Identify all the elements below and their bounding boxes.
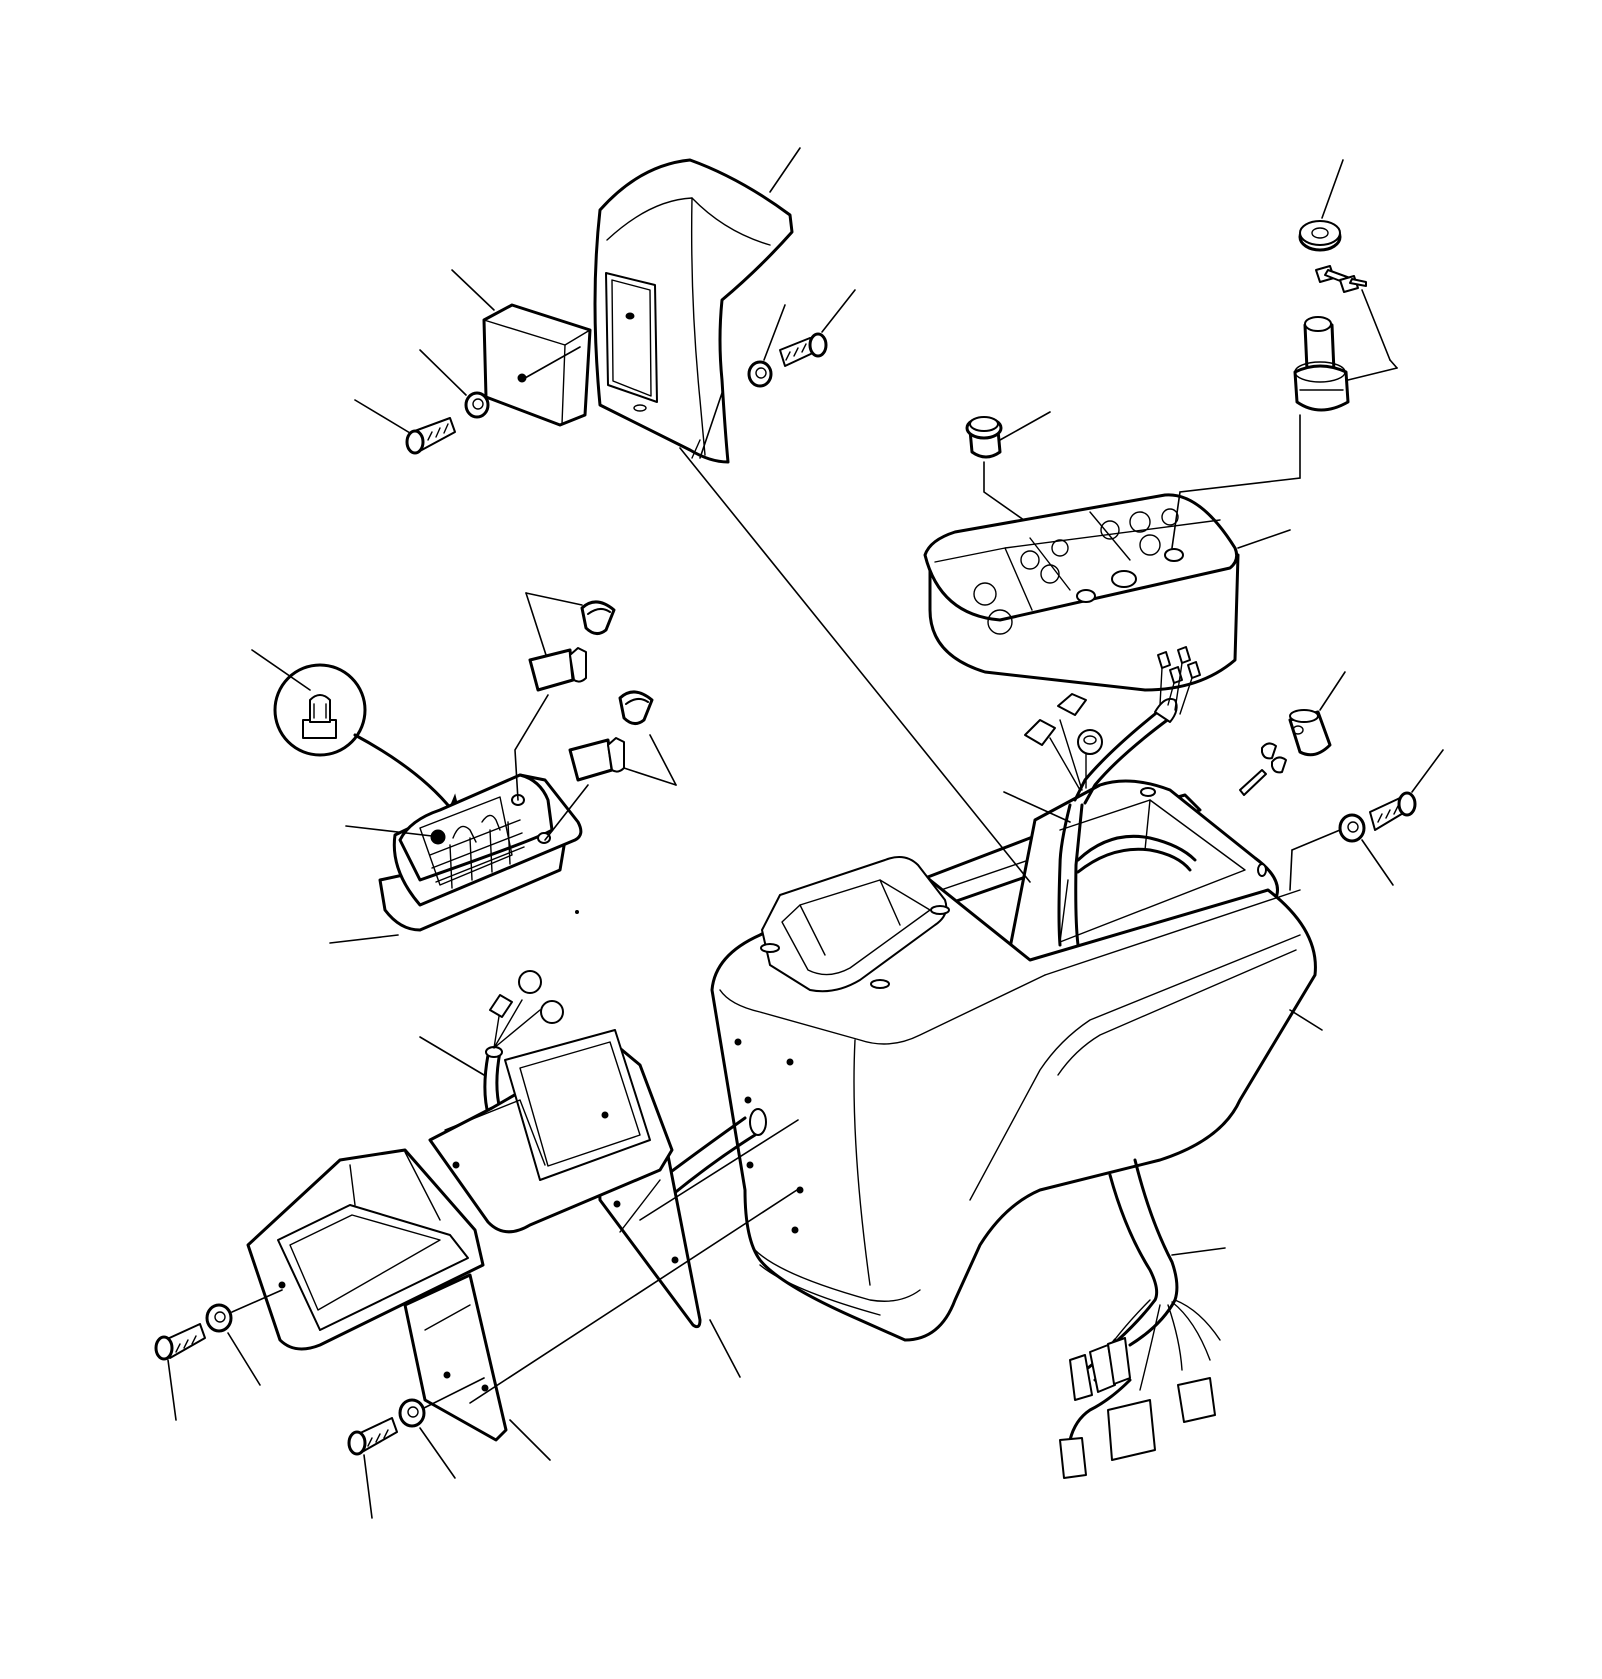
dot-mark <box>575 910 579 914</box>
ignition-barrel <box>1293 316 1398 412</box>
washer-bottom-left-2 <box>398 1377 485 1479</box>
switch-cover-block <box>451 269 592 427</box>
bottom-harness <box>1059 1158 1226 1479</box>
knob-plug <box>965 411 1086 564</box>
washer-right <box>1289 813 1394 891</box>
screw-bottom-left-1 <box>154 1323 206 1421</box>
washer-top-left <box>419 349 490 419</box>
leader-lines-top <box>699 147 801 459</box>
main-console <box>710 779 1323 1342</box>
washer-top-right <box>747 304 786 388</box>
switch-module <box>329 773 583 944</box>
upper-bracket <box>428 1029 741 1378</box>
right-connector <box>1239 671 1346 796</box>
ignition-nut <box>1298 159 1344 252</box>
screw-right <box>1369 749 1444 831</box>
side-cover-panel <box>593 158 794 464</box>
rocker-switch-lower <box>544 690 677 841</box>
screw-bottom-left-2 <box>347 1417 398 1519</box>
leader-lower-bracket <box>469 1187 801 1404</box>
lower-bracket <box>246 1148 551 1461</box>
rocker-switch-upper <box>514 592 616 801</box>
console-harness <box>1024 646 1201 947</box>
leader-upper-bracket <box>639 1119 799 1221</box>
leader-long-diagonal <box>679 447 1031 883</box>
screw-top-left <box>354 399 456 455</box>
bulb-inset <box>251 649 461 816</box>
screw-top-right <box>779 289 856 367</box>
ignition-keys <box>1315 265 1391 361</box>
washer-bottom-left-1 <box>205 1289 283 1386</box>
